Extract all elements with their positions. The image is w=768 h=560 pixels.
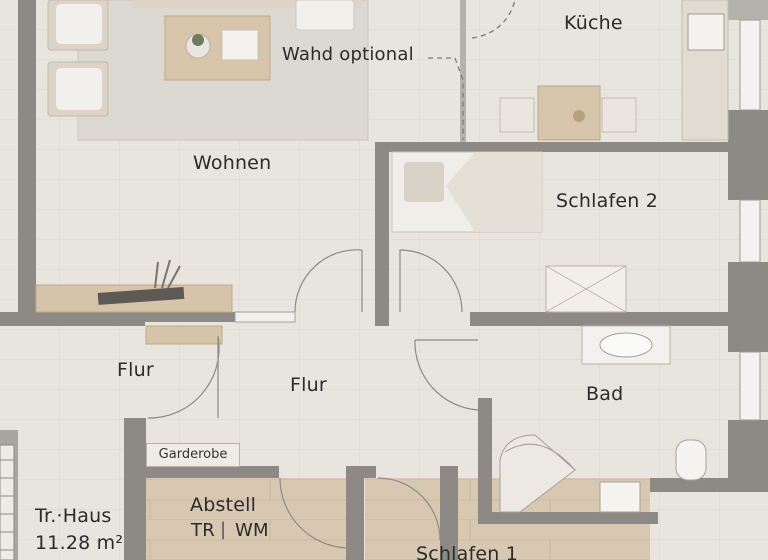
- living-furniture: [35, 0, 362, 345]
- annotation-garderobe: Garderobe: [146, 443, 240, 467]
- room-label-flur-center: Flur: [290, 374, 327, 396]
- wall-left-vertical: [18, 0, 36, 312]
- room-label-schlafen2: Schlafen 2: [556, 190, 659, 212]
- room-label-abstell-tr: TR: [191, 520, 215, 541]
- room-label-wohnen: Wohnen: [193, 152, 272, 174]
- shower: [499, 434, 576, 513]
- wall-schlafen1-top: [440, 466, 458, 560]
- abstell-divider: |: [220, 519, 227, 540]
- wall-bad-bottom: [478, 512, 658, 524]
- toilet: [675, 439, 707, 481]
- room-label-abstell: Abstell: [190, 494, 257, 516]
- wall-schlafen2-top: [375, 142, 768, 152]
- wall-right-outer: [728, 0, 768, 20]
- wall-abstell-top: [124, 466, 279, 478]
- window-bad: [739, 351, 761, 421]
- room-label-bad: Bad: [586, 383, 624, 405]
- wall-kueche-left: [460, 0, 466, 142]
- room-label-flur-left: Flur: [117, 359, 154, 381]
- wall-wohnen-bottom: [145, 312, 235, 322]
- door-swings: [147, 249, 479, 549]
- sofa: [132, 0, 362, 8]
- bathroom-fixtures: [499, 325, 707, 513]
- wall-right-pillar-2: [728, 262, 768, 352]
- wall-flur-left: [124, 418, 146, 560]
- wall-left-lower: [0, 312, 145, 326]
- wall-right-pillar-1: [728, 110, 768, 200]
- window-schlafen2: [739, 199, 761, 263]
- room-label-abstell-wm: WM: [235, 520, 269, 541]
- window-kitchen: [739, 19, 761, 111]
- wall-abstell-topright: [346, 466, 376, 478]
- wall-bad-bottom-right: [650, 478, 768, 492]
- wall-schlafen2-left: [375, 142, 389, 326]
- windows: [739, 19, 761, 421]
- stairs: [0, 444, 15, 560]
- optional-wall-dashed: [428, 0, 516, 140]
- room-area-tr-haus: 11.28 m²: [35, 532, 124, 554]
- room-label-kueche: Küche: [564, 12, 623, 34]
- wall-right-pillar-3: [728, 420, 768, 480]
- wall-abstell-right: [346, 466, 364, 560]
- bedroom2-furniture: [391, 151, 627, 313]
- room-label-schlafen1: Schlafen 1: [416, 543, 519, 560]
- dining-table: [537, 85, 601, 141]
- wall-bad-left: [478, 398, 492, 518]
- wall-schlafen2-bottom: [470, 312, 768, 326]
- room-label-tr-haus: Tr.·Haus: [35, 505, 112, 527]
- annotation-wand-optional: Wahd optional: [282, 44, 414, 65]
- kitchen-furniture: [499, 0, 729, 141]
- abstell-wood-floor: [146, 478, 346, 560]
- door-opening-wohnen: [234, 311, 296, 323]
